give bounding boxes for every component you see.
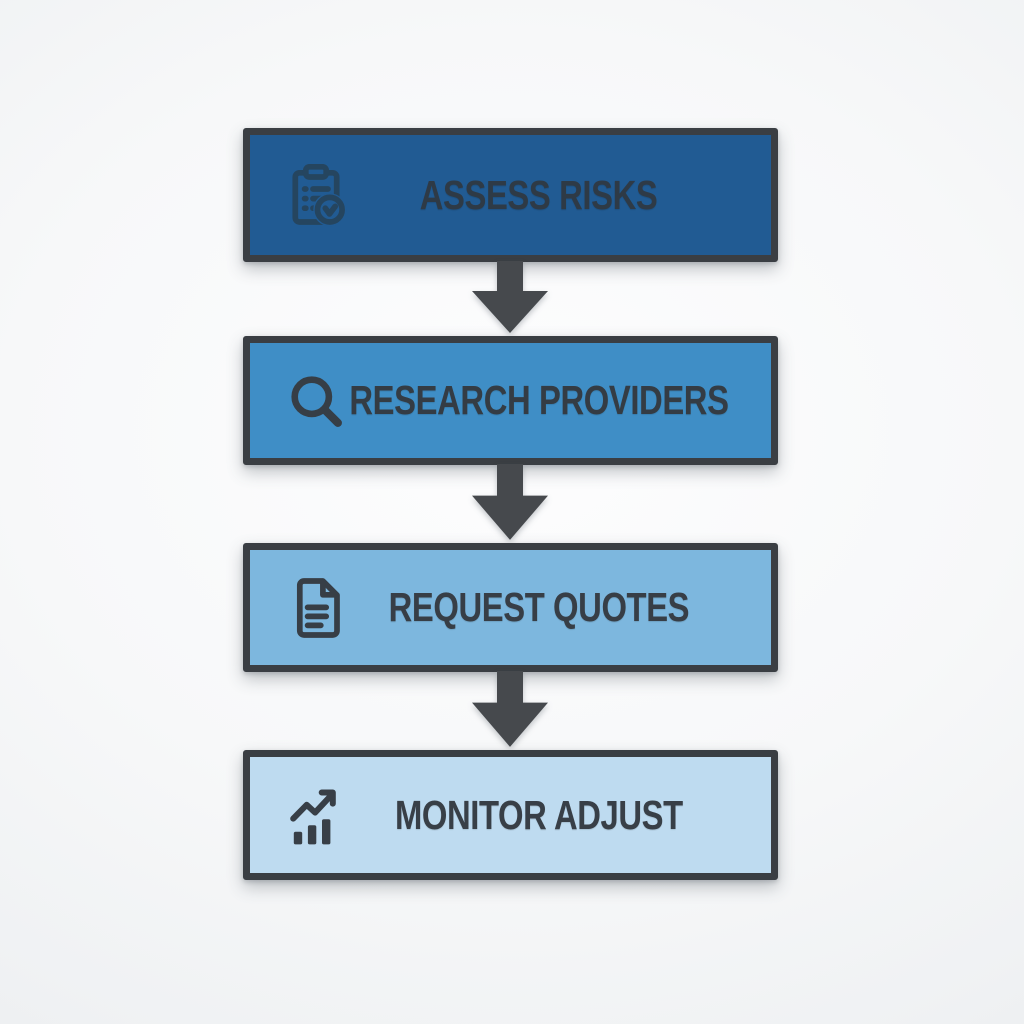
step-label-monitor-adjust: MONITOR ADJUST	[394, 791, 683, 838]
step-box-research-providers: RESEARCH PROVIDERS	[243, 336, 778, 465]
chart-growth-icon	[280, 779, 352, 851]
step-label-assess-risks: ASSESS RISKS	[419, 171, 658, 218]
search-icon	[280, 365, 352, 437]
arrow-down-icon	[470, 671, 550, 749]
step-box-assess-risks: ASSESS RISKS	[243, 128, 778, 262]
step-box-request-quotes: REQUEST QUOTES	[243, 543, 778, 672]
step-label-research-providers: RESEARCH PROVIDERS	[348, 377, 729, 423]
arrow-down-icon	[470, 261, 550, 335]
step-box-monitor-adjust: MONITOR ADJUST	[243, 750, 778, 880]
arrow-down-icon	[470, 464, 550, 542]
step-label-request-quotes: REQUEST QUOTES	[388, 584, 689, 630]
document-icon	[280, 572, 352, 644]
clipboard-check-icon	[280, 159, 352, 231]
